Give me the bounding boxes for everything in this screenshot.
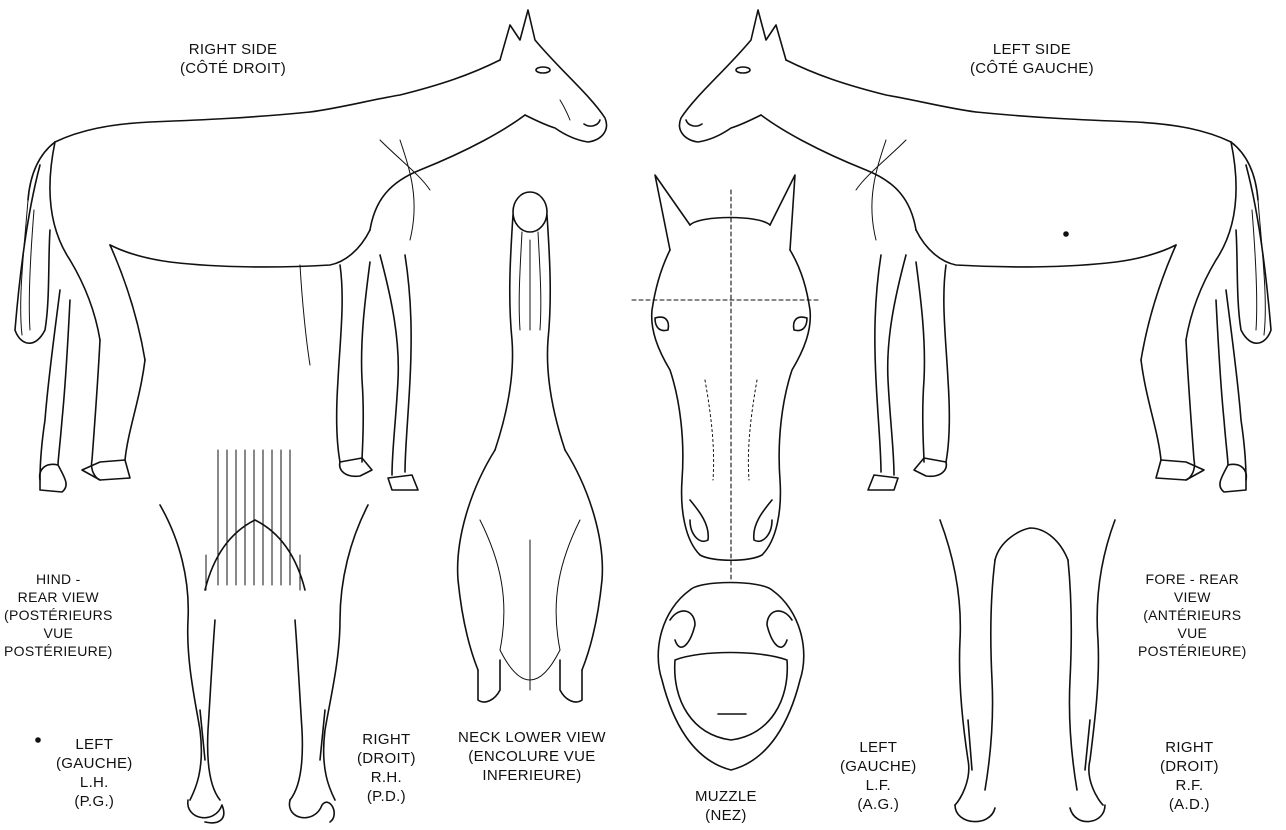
label-ag: (A.G.) <box>840 795 917 814</box>
label-droit: (DROIT) <box>1160 757 1219 776</box>
label-right: RIGHT <box>1160 738 1219 757</box>
label-lh: L.H. <box>56 773 133 792</box>
label-left: LEFT <box>56 735 133 754</box>
label-left-side-en: LEFT SIDE <box>970 40 1094 59</box>
label-rh: R.H. <box>357 768 416 787</box>
label-view: VIEW <box>1138 588 1247 606</box>
label-left-hind: LEFT (GAUCHE) L.H. (P.G.) <box>56 735 133 811</box>
label-muzzle: MUZZLE (NEZ) <box>695 787 757 825</box>
label-pd: (P.D.) <box>357 787 416 806</box>
label-muzzle-en: MUZZLE <box>695 787 757 806</box>
label-neck-lower-view: NECK LOWER VIEW (ENCOLURE VUE INFERIEURE… <box>458 728 606 785</box>
head-front-view-figure <box>632 175 818 580</box>
label-right-side-en: RIGHT SIDE <box>180 40 286 59</box>
label-neck-fr-2: INFERIEURE) <box>458 766 606 785</box>
label-droit: (DROIT) <box>357 749 416 768</box>
label-rear-view: REAR VIEW <box>4 588 113 606</box>
label-right-side-fr: (CÔTÉ DROIT) <box>180 59 286 78</box>
horse-left-side-figure <box>680 10 1271 492</box>
label-vue: VUE <box>4 624 113 642</box>
label-fore-rear: FORE - REAR <box>1138 570 1247 588</box>
label-left-side-fr: (CÔTÉ GAUCHE) <box>970 59 1094 78</box>
label-lf: L.F. <box>840 776 917 795</box>
label-right-fore: RIGHT (DROIT) R.F. (A.D.) <box>1160 738 1219 814</box>
muzzle-figure <box>658 583 804 771</box>
label-gauche: (GAUCHE) <box>840 757 917 776</box>
label-neck-fr: (ENCOLURE VUE <box>458 747 606 766</box>
label-left-side: LEFT SIDE (CÔTÉ GAUCHE) <box>970 40 1094 78</box>
label-right: RIGHT <box>357 730 416 749</box>
label-neck-en: NECK LOWER VIEW <box>458 728 606 747</box>
label-hind: HIND - <box>4 570 113 588</box>
label-ad: (A.D.) <box>1160 795 1219 814</box>
label-muzzle-fr: (NEZ) <box>695 806 757 825</box>
neck-lower-view-figure <box>458 192 603 702</box>
label-hind-rear-view: HIND - REAR VIEW (POSTÉRIEURS VUE POSTÉR… <box>4 570 113 660</box>
label-left: LEFT <box>840 738 917 757</box>
label-posterieurs: (POSTÉRIEURS <box>4 606 113 624</box>
label-right-hind: RIGHT (DROIT) R.H. (P.D.) <box>357 730 416 806</box>
label-fore-rear-view: FORE - REAR VIEW (ANTÉRIEURS VUE POSTÉRI… <box>1138 570 1247 660</box>
label-rf: R.F. <box>1160 776 1219 795</box>
label-vue: VUE <box>1138 624 1247 642</box>
label-posterieure: POSTÉRIEURE) <box>1138 642 1247 660</box>
horse-right-side-figure <box>15 10 606 492</box>
label-left-fore: LEFT (GAUCHE) L.F. (A.G.) <box>840 738 917 814</box>
tail-hatching <box>206 450 300 590</box>
label-gauche: (GAUCHE) <box>56 754 133 773</box>
label-posterieure: POSTÉRIEURE) <box>4 642 113 660</box>
label-anterieurs: (ANTÉRIEURS <box>1138 606 1247 624</box>
hind-rear-view-figure <box>160 450 368 823</box>
label-pg: (P.G.) <box>56 792 133 811</box>
label-right-side: RIGHT SIDE (CÔTÉ DROIT) <box>180 40 286 78</box>
bullet-mark <box>36 738 40 742</box>
fore-rear-view-figure <box>940 520 1115 822</box>
